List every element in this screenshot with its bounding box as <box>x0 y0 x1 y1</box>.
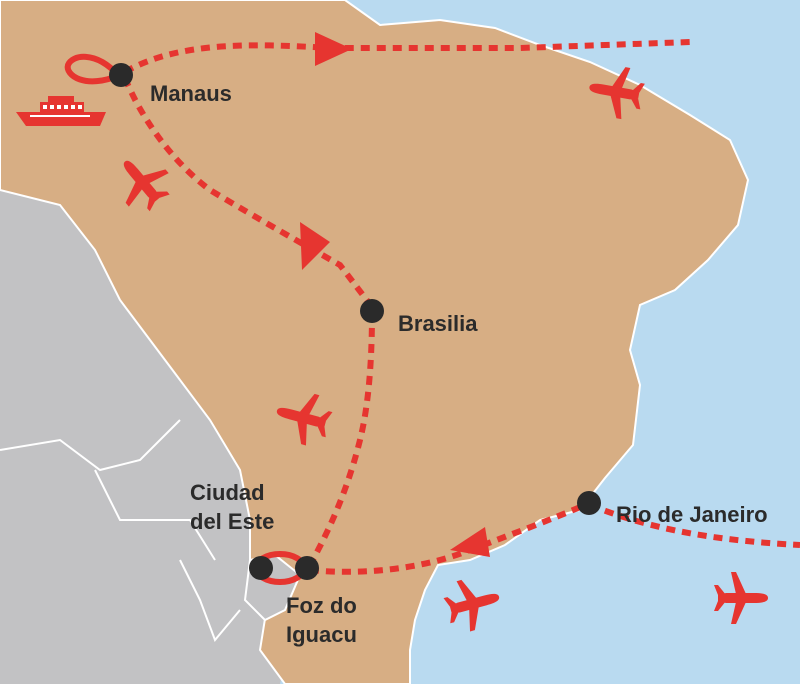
route-arrow <box>315 32 352 66</box>
city-label-foz-line2: Iguacu <box>286 622 357 647</box>
city-label-brasilia: Brasilia <box>398 311 478 336</box>
city-label-ciudad-line1: Ciudad <box>190 480 265 505</box>
country-border <box>0 419 181 472</box>
country-border <box>94 469 216 561</box>
city-dot-brasilia <box>360 299 384 323</box>
city-label-foz-line1: Foz do <box>286 593 357 618</box>
route-arrow <box>450 527 490 557</box>
city-dot-rio-de-janeiro <box>577 491 601 515</box>
neighbor-land <box>0 190 290 684</box>
country-border <box>179 559 241 642</box>
city-label-ciudad-line2: del Este <box>190 509 274 534</box>
city-label-manaus: Manaus <box>150 81 232 106</box>
route-brasilia-foz <box>307 311 375 567</box>
route-manaus-northeast <box>123 39 691 75</box>
loop-manaus <box>64 53 122 85</box>
city-label-rio-de-janeiro: Rio de Janeiro <box>616 502 768 527</box>
boat-icon <box>16 96 106 126</box>
route-arrow <box>300 222 330 270</box>
city-dot-ciudad-del-este <box>249 556 273 580</box>
city-dot-manaus <box>109 63 133 87</box>
city-dot-foz-do-iguacu <box>295 556 319 580</box>
route-rio-sea <box>588 502 800 548</box>
